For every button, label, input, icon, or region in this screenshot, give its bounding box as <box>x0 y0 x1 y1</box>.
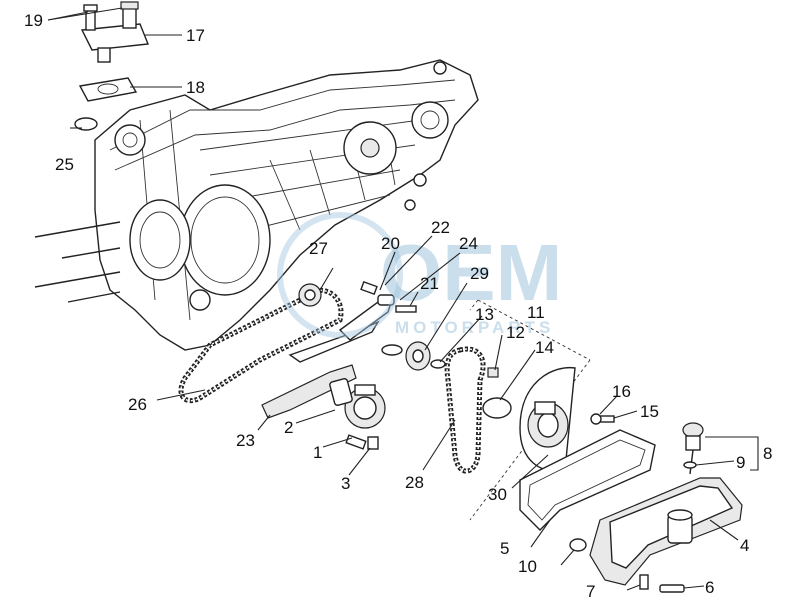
sump-plug <box>569 538 587 552</box>
guide-pin <box>360 280 378 296</box>
guide-screw <box>395 305 417 313</box>
callout-4: 4 <box>740 536 749 555</box>
callout-17: 17 <box>186 26 205 45</box>
callout-6: 6 <box>705 578 714 597</box>
callout-27: 27 <box>309 239 328 258</box>
sump-gasket-inner <box>527 439 646 521</box>
pump-o-ring <box>482 397 512 419</box>
oil-pump-chain <box>444 346 486 474</box>
callout-24: 24 <box>459 234 478 253</box>
callout-16: 16 <box>612 382 631 401</box>
callout-13: 13 <box>475 305 494 324</box>
callout-2: 2 <box>284 418 293 437</box>
callout-11: 11 <box>527 303 545 322</box>
watermark: OEM MOTORPARTS <box>277 212 562 338</box>
pump-screw <box>345 434 367 450</box>
callout-26: 26 <box>128 395 147 414</box>
pump-cover-plate <box>329 378 353 406</box>
callout-9: 9 <box>736 453 745 472</box>
leader-lines <box>47 7 759 591</box>
cylinder-studs <box>34 221 121 303</box>
callout-22: 22 <box>431 218 450 237</box>
pump-screw-lower <box>367 436 379 450</box>
callout-5: 5 <box>500 539 509 558</box>
chain-guide-arm <box>338 299 394 341</box>
callout-8: 8 <box>763 444 772 463</box>
tensioner-cover <box>80 23 149 63</box>
pump-sprocket <box>381 341 446 371</box>
oil-sump <box>589 477 743 586</box>
guide-bushing <box>377 294 395 306</box>
oil-dipstick <box>682 422 704 475</box>
watermark-logo: OEM <box>380 228 562 317</box>
callout-3: 3 <box>341 474 350 493</box>
crankcase <box>94 59 479 351</box>
callout-21: 21 <box>420 274 439 293</box>
watermark-subtitle: MOTORPARTS <box>395 318 554 337</box>
callout-7: 7 <box>586 582 595 600</box>
callout-25: 25 <box>55 155 74 174</box>
cover-gasket <box>78 77 138 102</box>
cover-washer <box>590 413 602 425</box>
callout-20: 20 <box>381 234 400 253</box>
oil-pump-body <box>344 384 386 429</box>
group-bracket-11 <box>469 299 591 521</box>
drain-screw <box>639 574 649 590</box>
callout-30: 30 <box>488 485 507 504</box>
drive-sprocket <box>298 283 322 307</box>
callout-29: 29 <box>470 264 489 283</box>
sump-gasket <box>519 429 656 531</box>
callout-14: 14 <box>535 338 554 357</box>
timing-chain-large <box>178 287 344 404</box>
pump-insert <box>487 367 499 378</box>
callouts: 19 17 18 25 22 24 20 27 21 29 11 13 12 1… <box>24 11 772 600</box>
drain-bolt <box>659 584 685 593</box>
callout-23: 23 <box>236 431 255 450</box>
callout-12: 12 <box>506 323 525 342</box>
callout-28: 28 <box>405 473 424 492</box>
callout-10: 10 <box>518 557 537 576</box>
o-ring <box>74 117 98 131</box>
cover-bolts <box>83 1 139 31</box>
chain-cover <box>519 366 576 472</box>
callout-1: 1 <box>313 443 322 462</box>
callout-19: 19 <box>24 11 43 30</box>
callout-18: 18 <box>186 78 205 97</box>
callout-15: 15 <box>640 402 659 421</box>
